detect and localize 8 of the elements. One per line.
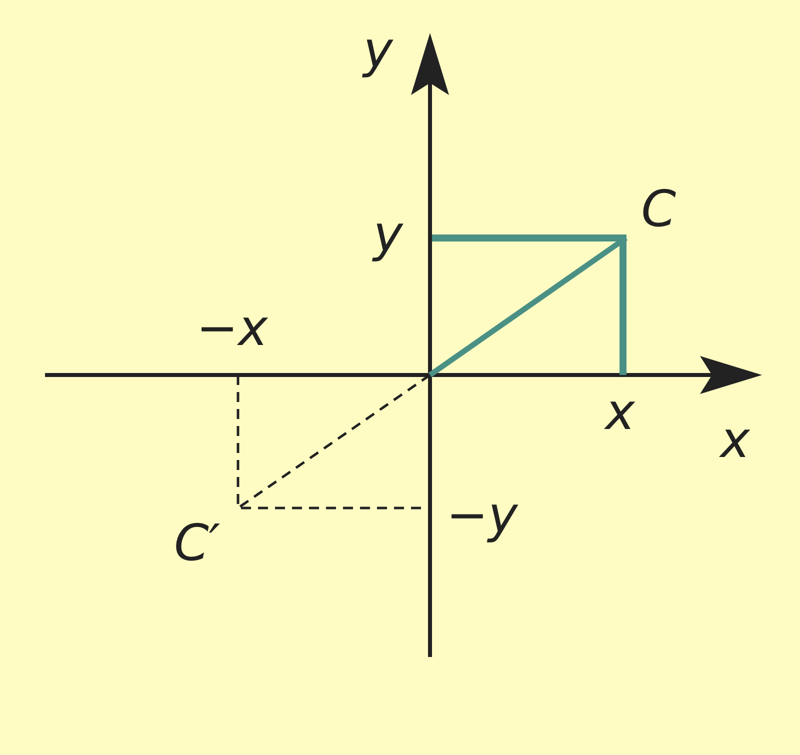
coordinate-label: x — [605, 387, 635, 437]
coordinate-label: −y — [446, 490, 518, 540]
point-label: C′ — [174, 518, 220, 568]
coordinate-label: −x — [196, 303, 268, 353]
coordinate-label: y — [373, 209, 403, 259]
point-label: C — [641, 184, 676, 234]
axis-label: y — [363, 25, 393, 75]
axis-label: x — [720, 415, 750, 465]
